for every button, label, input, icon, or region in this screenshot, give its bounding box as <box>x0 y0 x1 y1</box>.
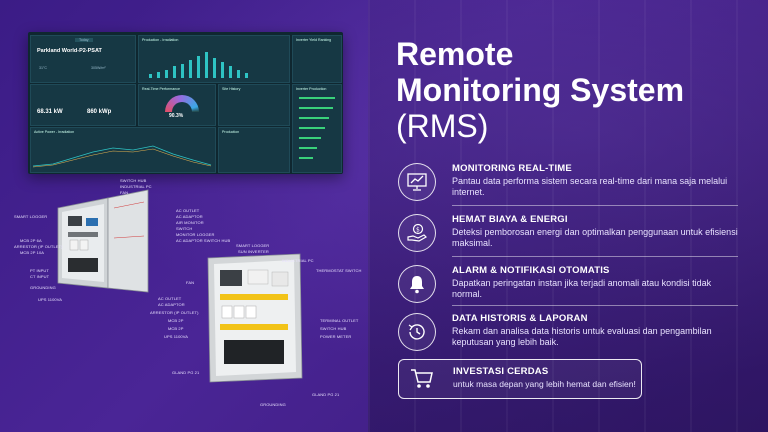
active-power-chart <box>33 145 212 168</box>
label-grounding: GROUNDING <box>30 285 56 290</box>
label-ct-input: CT INPUT <box>30 274 50 279</box>
monitor-chart-icon <box>398 163 436 201</box>
label-ac-outlet-2: AC OUTLET <box>158 296 182 301</box>
divider <box>452 305 738 306</box>
title-line-1: Remote <box>396 36 514 72</box>
label-ac-outlet: AC OUTLET <box>176 208 200 213</box>
label-pt-input: PT INPUT <box>30 268 49 273</box>
label-grounding-2: GROUNDING <box>260 402 286 407</box>
label-ac-adaptor-switch: AC ADAPTOR SWITCH HUB <box>176 238 231 243</box>
realtime-title: Real-Time Performance <box>142 87 181 91</box>
feature-alarm: ALARM & NOTIFIKASI OTOMATIS Dapatkan per… <box>398 265 738 309</box>
today-tab[interactable]: Today <box>75 38 93 42</box>
production-tile: Production - Irradiation <box>138 35 290 83</box>
site-tile: Today Parkland World-P2-PSAT 31°C 305W/m… <box>30 35 136 83</box>
label-ups: UPS 1100VA <box>38 297 62 302</box>
label-fan: FAN <box>120 190 129 195</box>
label-mcb-10a: MCB 2P 10A <box>20 250 45 255</box>
label-ac-adaptor: AC ADAPTOR <box>176 214 203 219</box>
feature-title: ALARM & NOTIFIKASI OTOMATIS <box>452 265 610 276</box>
label-power-meter: POWER METER <box>320 334 352 339</box>
gauge-value: 90.3% <box>169 113 184 119</box>
feature-title: MONITORING REAL-TIME <box>452 163 572 174</box>
active-power-value: 68.31 kW <box>37 109 63 115</box>
label-gland-2: GLAND PG 21 <box>312 392 340 397</box>
site-history-title: Site History <box>222 87 241 91</box>
investasi-banner: INVESTASI CERDAS untuk masa depan yang l… <box>398 359 642 399</box>
active-power-tile: Active Power - Irradiation <box>30 127 216 173</box>
label-mcb-b: MCB 2P <box>168 326 184 331</box>
label-mcb-a: MCB 2P <box>168 318 184 323</box>
feature-desc: Pantau data performa sistem secara real-… <box>452 176 728 197</box>
feature-desc: Rekam dan analisa data historis untuk ev… <box>452 326 712 347</box>
label-gland-1: GLAND PG 21 <box>172 370 200 375</box>
production-bottom-tile: Production <box>218 127 290 173</box>
inverter-yield-tile: Inverter Yield Ranking <box>292 35 342 83</box>
temp-value: 31°C <box>39 66 48 70</box>
realtime-performance-tile: Real-Time Performance 90.3% <box>138 84 216 126</box>
feature-hemat: $ HEMAT BIAYA & ENERGI Deteksi pemborosa… <box>398 214 738 258</box>
feature-monitoring: MONITORING REAL-TIME Pantau data perform… <box>398 163 738 207</box>
label-ac-adaptor-2: AC ADAPTOR <box>158 302 185 307</box>
inverter-production-title: Inverter Production <box>296 87 327 91</box>
svg-text:$: $ <box>416 227 420 234</box>
feature-desc: Deteksi pemborosan energi dan optimalkan… <box>452 227 738 248</box>
active-power-title: Active Power - Irradiation <box>34 130 75 134</box>
label-mcb-6a: MCB 2P 6A <box>20 238 42 243</box>
label-smart-logger-2: SMART LOGGER <box>236 243 270 248</box>
divider <box>452 256 738 257</box>
label-industrial-pc-2: INDUSTRIAL PC <box>282 258 314 263</box>
control-box-2 <box>207 253 303 383</box>
bell-icon <box>398 265 436 303</box>
feature-desc: Dapatkan peringatan instan jika terjadi … <box>452 278 712 299</box>
hand-coin-icon: $ <box>398 214 436 252</box>
cta-title: INVESTASI CERDAS <box>453 366 549 377</box>
label-terminal-outlet: TERMINAL OUTLET <box>320 318 359 323</box>
label-switch-hub: SWITCH HUB <box>120 178 147 183</box>
label-thermostat: THERMOSTAT SWITCH <box>316 268 362 273</box>
inverter-production-tile: Inverter Production <box>292 84 342 173</box>
control-box-1 <box>57 189 149 293</box>
production-title: Production - Irradiation <box>142 38 179 42</box>
feature-title: HEMAT BIAYA & ENERGI <box>452 214 568 225</box>
label-arrestor-2: ARRESTOR (IP OUTLET) <box>150 310 199 315</box>
label-switch-hub-2: SWITCH HUB <box>320 326 347 331</box>
background-photo-overlay <box>368 0 768 432</box>
inverter-yield-title: Inverter Yield Ranking <box>296 38 332 42</box>
label-arrestor: ARRESTOR (IP OUTLET) <box>14 244 63 249</box>
label-switch: SWITCH <box>176 226 193 231</box>
power-tile: 68.31 kW 860 kWp <box>30 84 136 126</box>
label-industrial-pc: INDUSTRIAL PC <box>120 184 152 189</box>
page-title: Remote Monitoring System (RMS) <box>396 36 756 144</box>
clock-history-icon <box>398 313 436 351</box>
cta-desc: untuk masa depan yang lebih hemat dan ef… <box>453 379 636 389</box>
label-sun-inverter: SUN INVERTER <box>238 249 269 254</box>
title-line-3: (RMS) <box>396 108 489 144</box>
label-monitor-logger: MONITOR LOGGER <box>176 232 215 237</box>
dashboard-screenshot: Today Parkland World-P2-PSAT 31°C 305W/m… <box>28 32 343 174</box>
feature-data-historis: DATA HISTORIS & LAPORAN Rekam dan analis… <box>398 313 738 357</box>
label-air-monitor: AIR MONITOR <box>176 220 204 225</box>
divider <box>452 205 738 206</box>
label-ups-2: UPS 1100VA <box>164 334 188 339</box>
production-bottom-title: Production <box>222 130 240 134</box>
capacity-value: 860 kWp <box>87 109 112 115</box>
irradiance-value: 305W/m² <box>91 66 106 70</box>
cart-icon <box>411 369 433 388</box>
site-name: Parkland World-P2-PSAT <box>37 48 102 54</box>
title-line-2: Monitoring System <box>396 72 685 108</box>
site-history-tile: Site History <box>218 84 290 126</box>
feature-title: DATA HISTORIS & LAPORAN <box>452 313 588 324</box>
label-fan-2: FAN <box>186 280 195 285</box>
label-smart-logger: SMART LOGGER <box>14 214 48 219</box>
